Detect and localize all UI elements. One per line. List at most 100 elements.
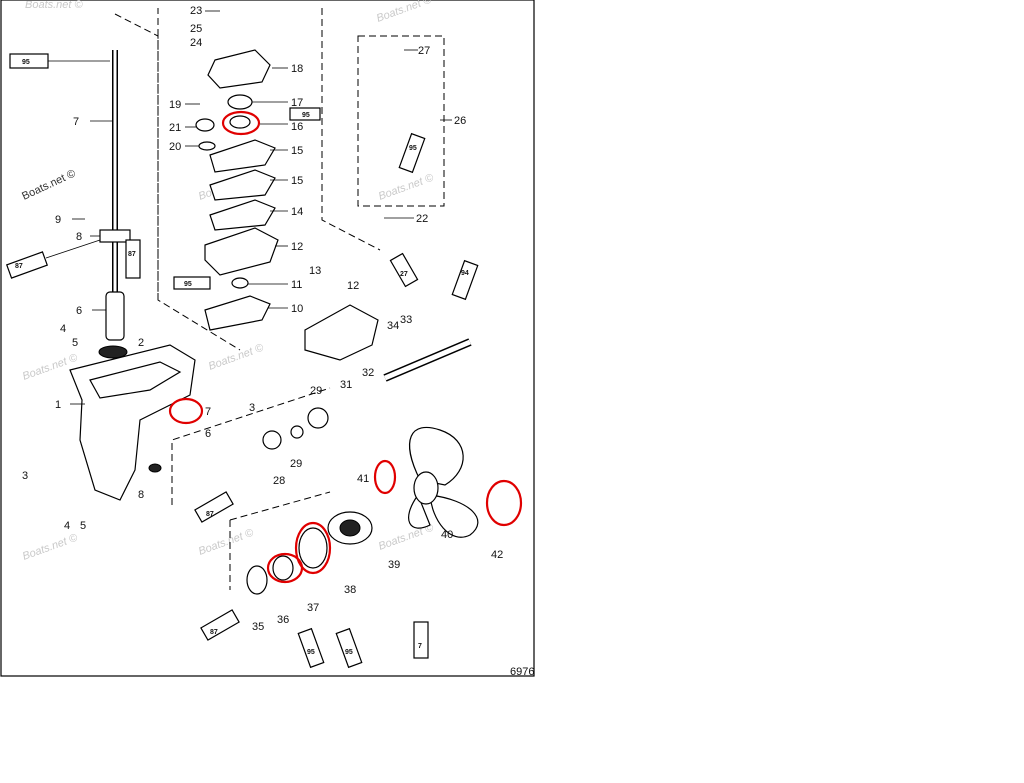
- part-label: 11: [291, 279, 302, 291]
- part-label: 4: [60, 323, 66, 335]
- tube: 27: [389, 252, 419, 288]
- part-label: 12: [291, 241, 303, 253]
- impeller: [227, 94, 253, 110]
- part-label: 6: [76, 305, 82, 317]
- svg-text:95: 95: [345, 649, 353, 656]
- part-label: 34: [387, 320, 399, 332]
- tube: 7: [413, 621, 429, 659]
- part-label: 42: [491, 549, 503, 561]
- part-label: 33: [400, 314, 412, 326]
- svg-text:95: 95: [307, 649, 315, 656]
- tube: 95: [398, 132, 426, 174]
- part-label: 5: [72, 337, 78, 349]
- highlight-circle: [373, 459, 397, 495]
- part-label: 16: [291, 121, 303, 133]
- part-label: 15: [291, 145, 303, 157]
- bearing-39: [246, 565, 268, 595]
- part-label: 18: [291, 63, 303, 75]
- part-label: 25: [190, 23, 202, 35]
- part-label: 3: [249, 402, 255, 414]
- tube: 95: [289, 107, 321, 121]
- part-label: 24: [190, 37, 202, 49]
- svg-text:87: 87: [210, 629, 218, 636]
- part-label: 3: [22, 470, 28, 482]
- part-label: 21: [169, 122, 181, 134]
- tube: 87: [194, 491, 234, 523]
- pump-stack: [195, 49, 379, 361]
- highlight-circle: [221, 110, 261, 136]
- tube-sleeve: [105, 291, 125, 341]
- part-label: 1: [55, 399, 61, 411]
- part-label: 29: [290, 458, 302, 470]
- part-label: 13: [309, 265, 321, 277]
- tube: 95: [335, 627, 363, 669]
- part-label: 39: [388, 559, 400, 571]
- gasket-13: [204, 295, 271, 331]
- pump-housing: [207, 49, 271, 89]
- part-label: 31: [340, 379, 352, 391]
- o-ring-41: [298, 527, 328, 569]
- svg-text:95: 95: [184, 281, 192, 288]
- part-label: 7: [205, 406, 211, 418]
- part-label: 38: [344, 584, 356, 596]
- svg-text:7: 7: [418, 643, 422, 650]
- part-label: 27: [418, 45, 430, 57]
- diagram-border: [0, 0, 535, 677]
- svg-text:95: 95: [22, 59, 30, 66]
- tube: 87: [125, 239, 141, 279]
- highlight-circle: [168, 397, 204, 425]
- part-label: 9: [55, 214, 61, 226]
- part-label: 12: [347, 280, 359, 292]
- grommet: [195, 118, 215, 132]
- part-label: 37: [307, 602, 319, 614]
- part-label: 2: [138, 337, 144, 349]
- tube: 95: [173, 276, 211, 290]
- water-pump-base: [204, 227, 279, 276]
- seal-14: [231, 277, 249, 289]
- part-label: 41: [357, 473, 369, 485]
- part-label: 14: [291, 206, 303, 218]
- svg-text:87: 87: [128, 251, 136, 258]
- part-label: 7: [73, 116, 79, 128]
- svg-text:95: 95: [302, 112, 310, 119]
- part-label: 15: [291, 175, 303, 187]
- part-label: 6: [205, 428, 211, 440]
- svg-text:94: 94: [461, 270, 469, 277]
- part-label: 8: [138, 489, 144, 501]
- svg-text:87: 87: [15, 263, 23, 270]
- seal: [98, 345, 128, 359]
- propeller: [408, 426, 479, 538]
- svg-text:95: 95: [409, 145, 417, 152]
- gasket-17: [209, 199, 276, 231]
- gasket-19: [209, 139, 276, 173]
- part-label: 5: [80, 520, 86, 532]
- tube: 95: [9, 53, 110, 69]
- part-label: 10: [291, 303, 303, 315]
- washer-33: [290, 425, 304, 439]
- tube: 87: [5, 239, 101, 279]
- tube: 94: [451, 259, 479, 301]
- part-label: 29: [310, 385, 322, 397]
- plate-18: [209, 169, 276, 201]
- group-outline: [229, 491, 331, 521]
- base-15: [304, 304, 379, 361]
- part-label: 4: [64, 520, 70, 532]
- group-outline-pump: [321, 8, 381, 251]
- key: [229, 115, 251, 129]
- part-label: 32: [362, 367, 374, 379]
- tube: 87: [200, 609, 240, 641]
- part-label: 20: [169, 141, 181, 153]
- svg-text:87: 87: [206, 511, 214, 518]
- seal-40: [272, 555, 294, 581]
- part-label: 36: [277, 614, 289, 626]
- part-label: 22: [416, 213, 428, 225]
- bearing-32: [262, 430, 282, 450]
- part-label: 19: [169, 99, 181, 111]
- part-label: 17: [291, 97, 303, 109]
- part-label: 8: [76, 231, 82, 243]
- part-label: 35: [252, 621, 264, 633]
- grease-tubes: 95 87 87 95 95 95 27 94 87 87 95 95 7: [5, 53, 479, 669]
- group-outline-shift-rod: [357, 35, 445, 207]
